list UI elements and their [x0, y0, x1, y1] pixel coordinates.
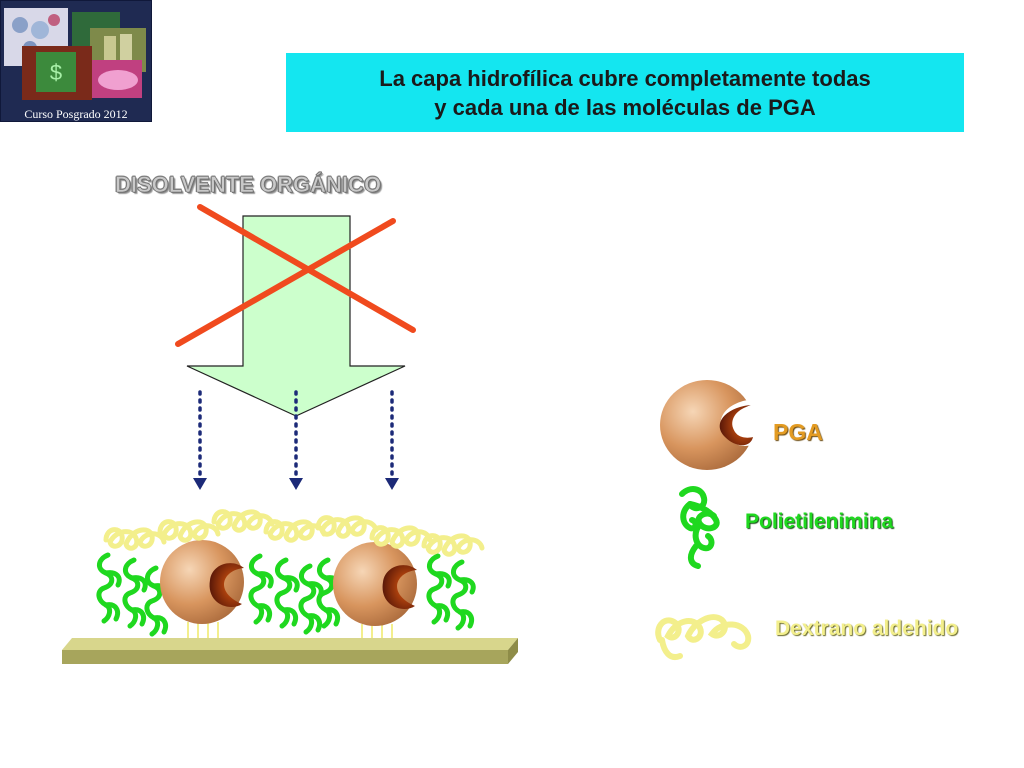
dotted-arrow-heads — [193, 478, 399, 490]
legend-polyethylenimine-label: Polietilenimina — [745, 510, 894, 533]
solid-support — [62, 638, 518, 664]
logo-collage: $ — [0, 0, 152, 122]
legend-dextran-icon — [655, 614, 752, 660]
solvent-label: DISOLVENTE ORGÁNICO — [115, 172, 382, 198]
surface-dextran-layer — [106, 512, 482, 555]
legend-polyethylenimine-icon — [679, 486, 720, 569]
dotted-arrows — [198, 390, 394, 480]
enzyme-anchors — [187, 622, 393, 638]
legend-pga-label: PGA — [773, 419, 823, 445]
legend-pga-icon — [660, 380, 756, 470]
title-line-1: La capa hidrofílica cubre completamente … — [379, 65, 871, 91]
title-line-2: y cada una de las moléculas de PGA — [434, 94, 816, 120]
blocked-cross-icon — [175, 204, 416, 347]
slide-title: La capa hidrofílica cubre completamente … — [286, 53, 964, 132]
solvent-arrow — [186, 215, 406, 417]
legend-dextran-label: Dextrano aldehido — [775, 617, 959, 640]
course-logo: $ Curso Posgrado 2012 — [0, 0, 152, 122]
logo-caption: Curso Posgrado 2012 — [24, 107, 128, 121]
svg-text:$: $ — [50, 60, 62, 85]
surface-pga-enzymes — [160, 540, 419, 626]
